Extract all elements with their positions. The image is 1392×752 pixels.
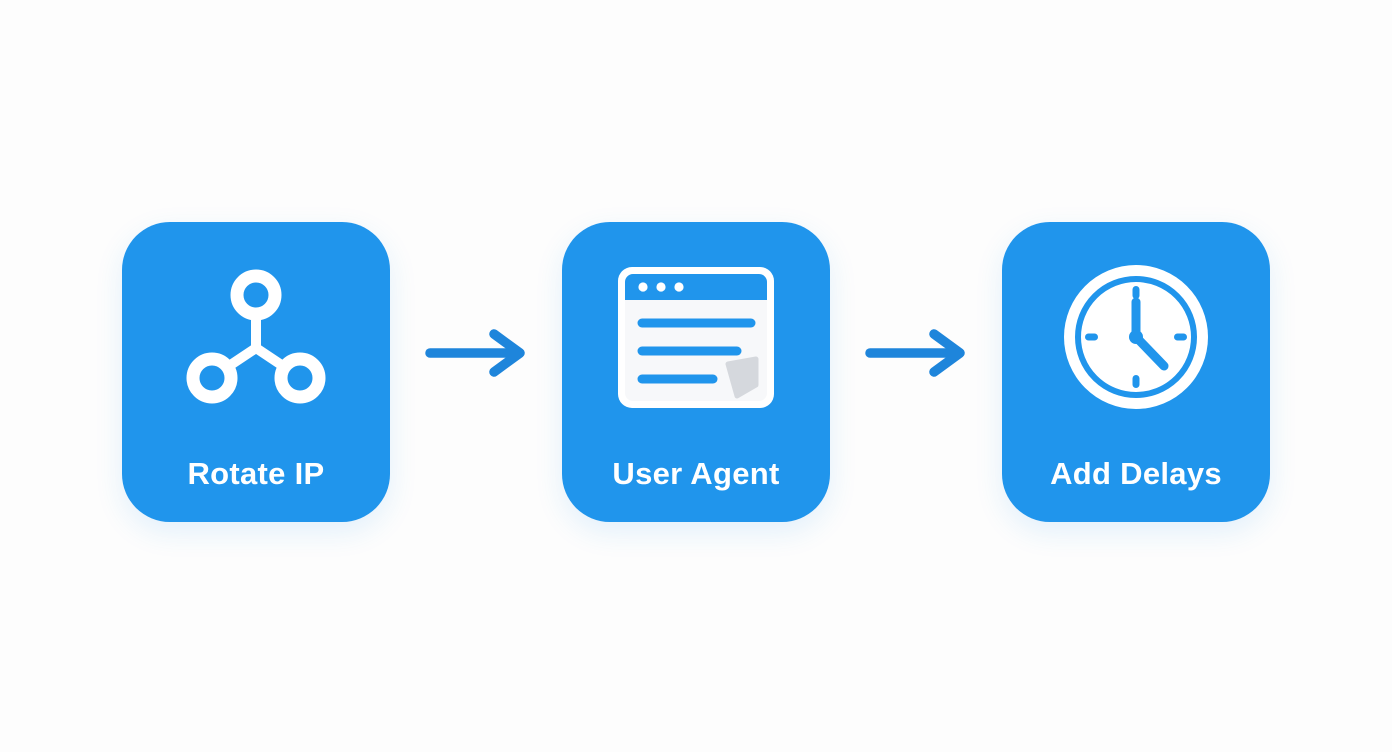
arrow-right-icon	[390, 222, 562, 522]
step-label-add-delays: Add Delays	[1050, 456, 1222, 491]
step-label-rotate-ip: Rotate IP	[187, 456, 325, 491]
step-card-rotate-ip: Rotate IP	[122, 222, 390, 522]
arrow-right-icon	[830, 222, 1002, 522]
step-card-add-delays: Add Delays	[1002, 222, 1270, 522]
network-nodes-icon	[181, 262, 331, 412]
browser-window-icon	[616, 262, 776, 412]
flow-row: Rotate IP	[0, 222, 1392, 522]
clock-icon	[1061, 262, 1211, 412]
step-label-user-agent: User Agent	[612, 456, 780, 491]
step-card-user-agent: User Agent	[562, 222, 830, 522]
